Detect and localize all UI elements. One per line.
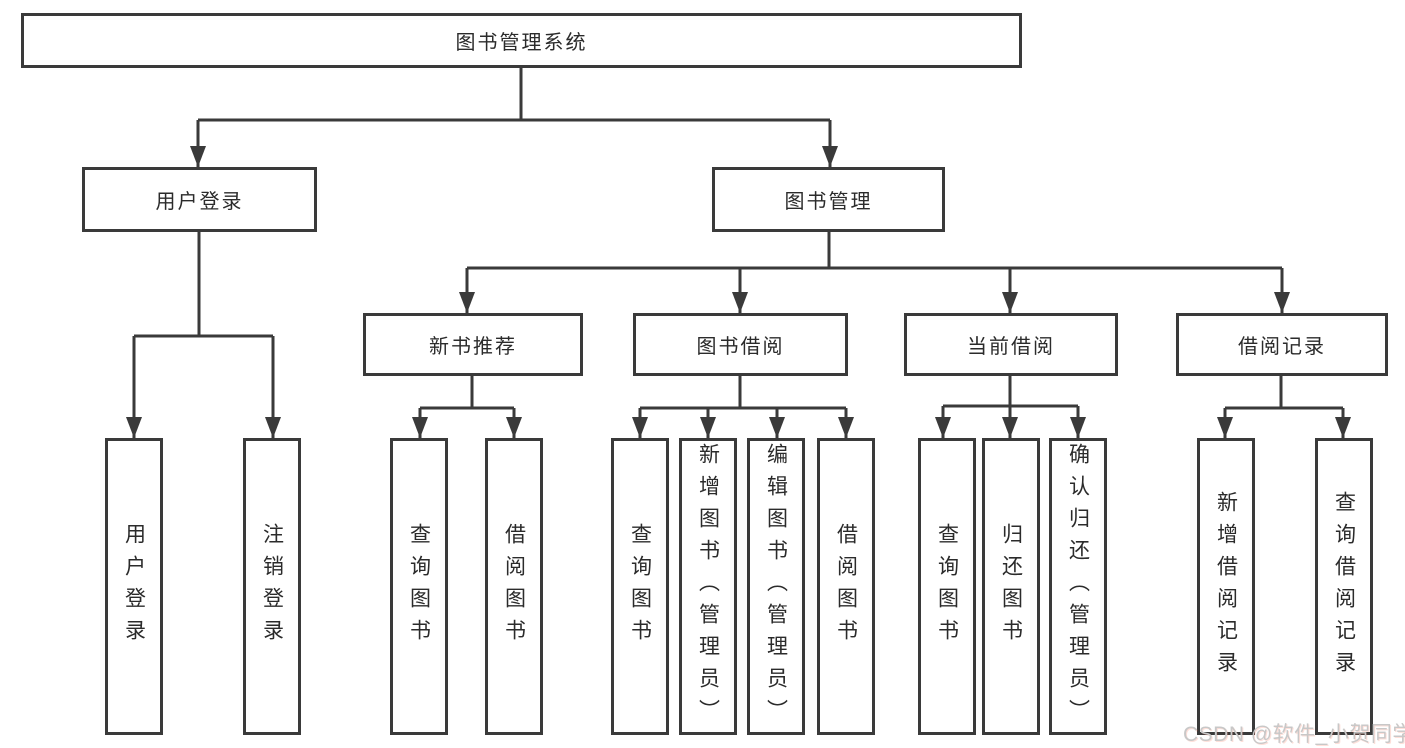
leaf-label: 查询图书 [407,522,431,651]
csdn-watermark: CSDN @软件_小贺同学 [1183,723,1405,746]
node-label: 新书推荐 [429,336,517,358]
leaf-confirm-return-admin: 确认归还（管理员） [1049,438,1107,735]
leaf-label: 归还图书 [999,522,1023,651]
leaf-label: 借阅图书 [502,522,526,651]
leaf-return-book: 归还图书 [982,438,1040,735]
leaf-search-borrow-record: 查询借阅记录 [1315,438,1373,735]
leaf-label: 新增图书（管理员） [696,442,720,731]
node-book-borrow: 图书借阅 [633,313,848,376]
node-book-management: 图书管理 [712,167,945,232]
leaf-borrow-books: 借阅图书 [817,438,875,735]
leaf-search-books: 查询图书 [390,438,448,735]
leaf-edit-book-admin: 编辑图书（管理员） [747,438,805,735]
leaf-label: 查询借阅记录 [1332,490,1356,683]
leaf-label: 借阅图书 [834,522,858,651]
leaf-label: 用户登录 [122,522,146,651]
node-label: 借阅记录 [1238,336,1326,358]
leaf-borrow-books: 借阅图书 [485,438,543,735]
node-label: 用户登录 [155,191,244,213]
node-user-login: 用户登录 [82,167,317,232]
node-borrow-records: 借阅记录 [1176,313,1388,376]
leaf-search-books: 查询图书 [918,438,976,735]
node-new-book-recommend: 新书推荐 [363,313,583,376]
leaf-label: 注销登录 [260,522,284,651]
leaf-label: 查询图书 [628,522,652,651]
leaf-user-login: 用户登录 [105,438,163,735]
node-label: 当前借阅 [967,336,1055,358]
node-label: 图书管理 [784,191,873,213]
leaf-label: 编辑图书（管理员） [764,442,788,731]
leaf-label: 新增借阅记录 [1214,490,1238,683]
leaf-label: 确认归还（管理员） [1066,442,1090,731]
leaf-search-books: 查询图书 [611,438,669,735]
leaf-label: 查询图书 [935,522,959,651]
node-current-borrow: 当前借阅 [904,313,1118,376]
leaf-add-book-admin: 新增图书（管理员） [679,438,737,735]
node-library-management-system: 图书管理系统 [21,13,1022,68]
node-label: 图书管理系统 [455,32,588,54]
leaf-add-borrow-record: 新增借阅记录 [1197,438,1255,735]
leaf-logout: 注销登录 [243,438,301,735]
node-label: 图书借阅 [696,336,785,358]
